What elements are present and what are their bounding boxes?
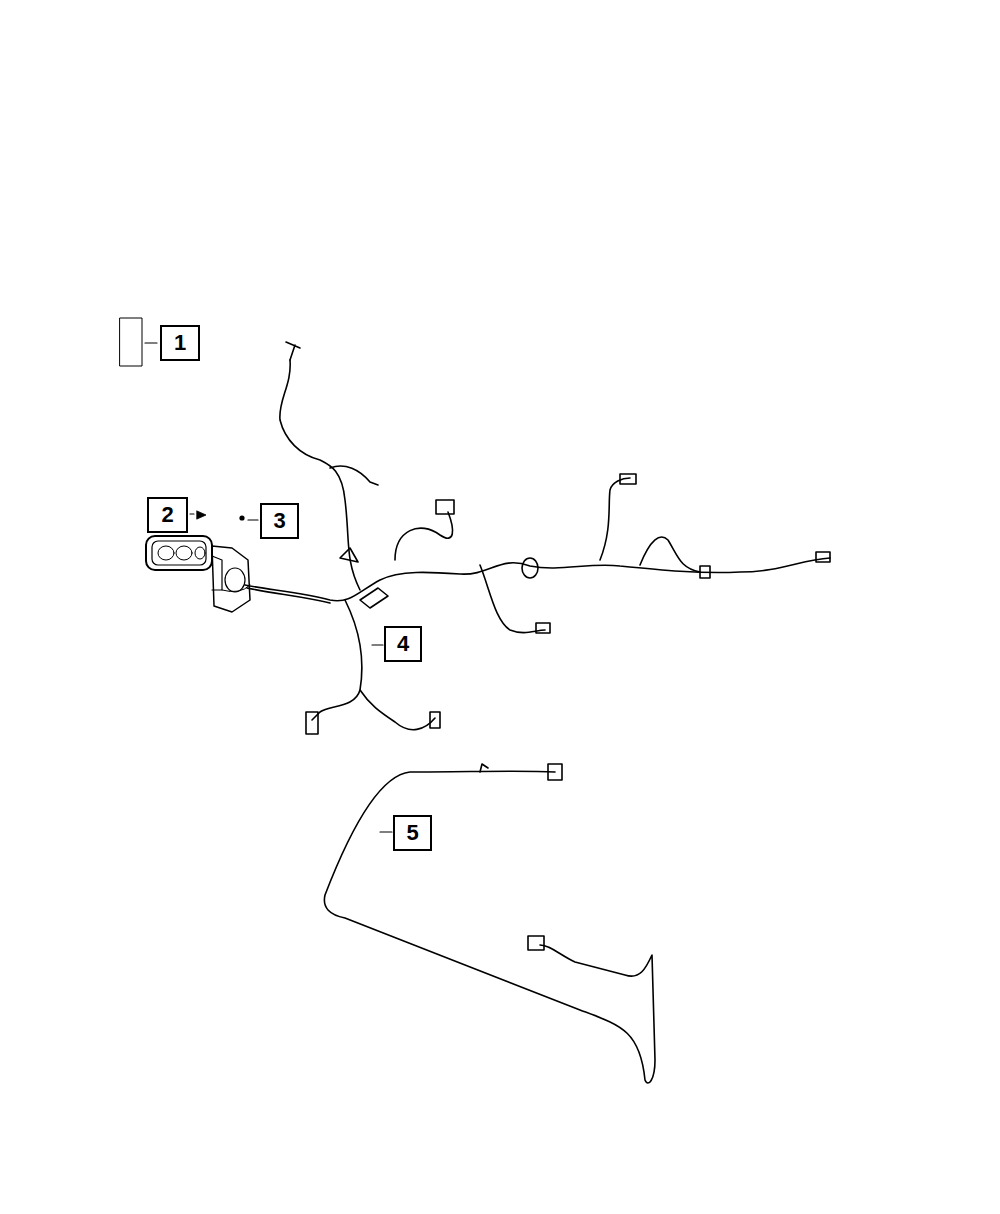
- nut: [239, 515, 244, 520]
- switch-bezel: [146, 536, 250, 612]
- leader-line: [380, 831, 392, 832]
- leader-line: [145, 342, 157, 343]
- wiring-harness: [245, 342, 830, 734]
- leader-line: [372, 644, 383, 645]
- screw: [197, 511, 206, 519]
- leader-line: [190, 513, 194, 514]
- callout-number: 3: [260, 503, 299, 539]
- callout-number: 4: [384, 626, 422, 662]
- callout-number: 1: [160, 325, 200, 361]
- wire-assembly: [324, 764, 655, 1083]
- leader-line: [248, 519, 258, 520]
- label-sheet: [120, 318, 142, 366]
- callout-number: 2: [147, 497, 188, 533]
- callout-number: 5: [393, 815, 432, 851]
